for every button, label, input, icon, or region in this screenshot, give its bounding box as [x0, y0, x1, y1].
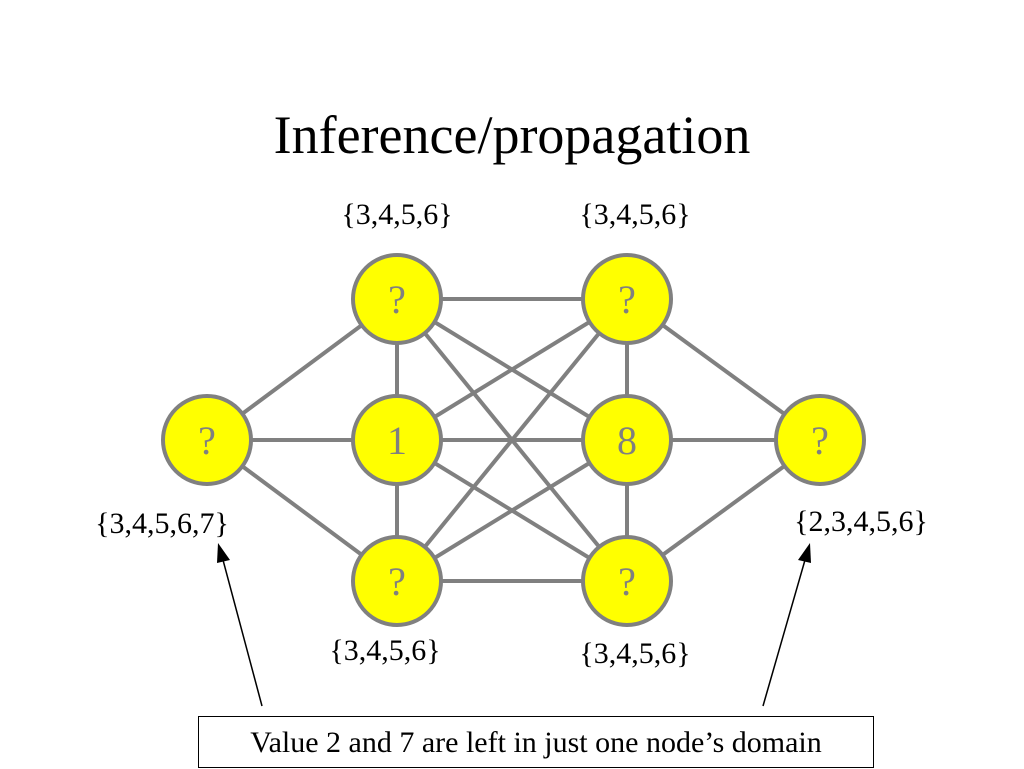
domains-layer: {3,4,5,6,7} {3,4,5,6} {3,4,5,6} {3,4,5,6} {3…	[95, 198, 928, 670]
callout-text: Value 2 and 7 are left in just one node’…	[250, 726, 822, 759]
node-bottom-left: ?	[351, 535, 443, 627]
domain-label-top-right: {3,4,5,6}	[579, 198, 690, 231]
page-title: Inference/propagation	[273, 105, 751, 165]
nodes-layer: ?? 1?? 8??	[161, 253, 866, 627]
node-left: ?	[161, 394, 253, 486]
node-right: ?	[774, 394, 866, 486]
node-circle-bottom-left	[351, 535, 443, 627]
arrow-line-right	[762, 559, 806, 707]
node-value-top-left: ?	[388, 277, 406, 322]
node-value-bottom-right: ?	[618, 559, 636, 604]
node-circle-top-right	[581, 253, 673, 345]
domain-label-bottom-right: {3,4,5,6}	[579, 637, 690, 670]
node-circle-right	[774, 394, 866, 486]
node-value-middle-right: 8	[617, 418, 637, 463]
arrow-line-left	[222, 559, 263, 707]
edges-layer	[205, 297, 822, 583]
callout-box: Value 2 and 7 are left in just one node’…	[198, 716, 874, 768]
node-middle-right: 8	[581, 394, 673, 486]
domain-label-bottom-left: {3,4,5,6}	[329, 634, 440, 667]
node-value-left: ?	[198, 418, 216, 463]
node-value-bottom-left: ?	[388, 559, 406, 604]
domain-label-top-left: {3,4,5,6}	[341, 198, 452, 231]
node-top-right: ?	[581, 253, 673, 345]
node-circle-bottom-right	[581, 535, 673, 627]
node-top-left: ?	[351, 253, 443, 345]
node-circle-middle-right	[581, 394, 673, 486]
node-value-top-right: ?	[618, 277, 636, 322]
node-circle-left	[161, 394, 253, 486]
node-value-middle-left: 1	[387, 418, 407, 463]
edge-bottom-left-top-right	[395, 297, 629, 583]
domain-label-left: {3,4,5,6,7}	[95, 507, 229, 540]
node-bottom-right: ?	[581, 535, 673, 627]
node-circle-top-left	[351, 253, 443, 345]
arrow-head-left	[217, 543, 230, 563]
node-value-right: ?	[811, 418, 829, 463]
node-middle-left: 1	[351, 394, 443, 486]
domain-label-right: {2,3,4,5,6}	[794, 505, 928, 538]
arrow-head-right	[798, 543, 811, 563]
arrows-layer	[217, 543, 811, 707]
node-circle-middle-left	[351, 394, 443, 486]
